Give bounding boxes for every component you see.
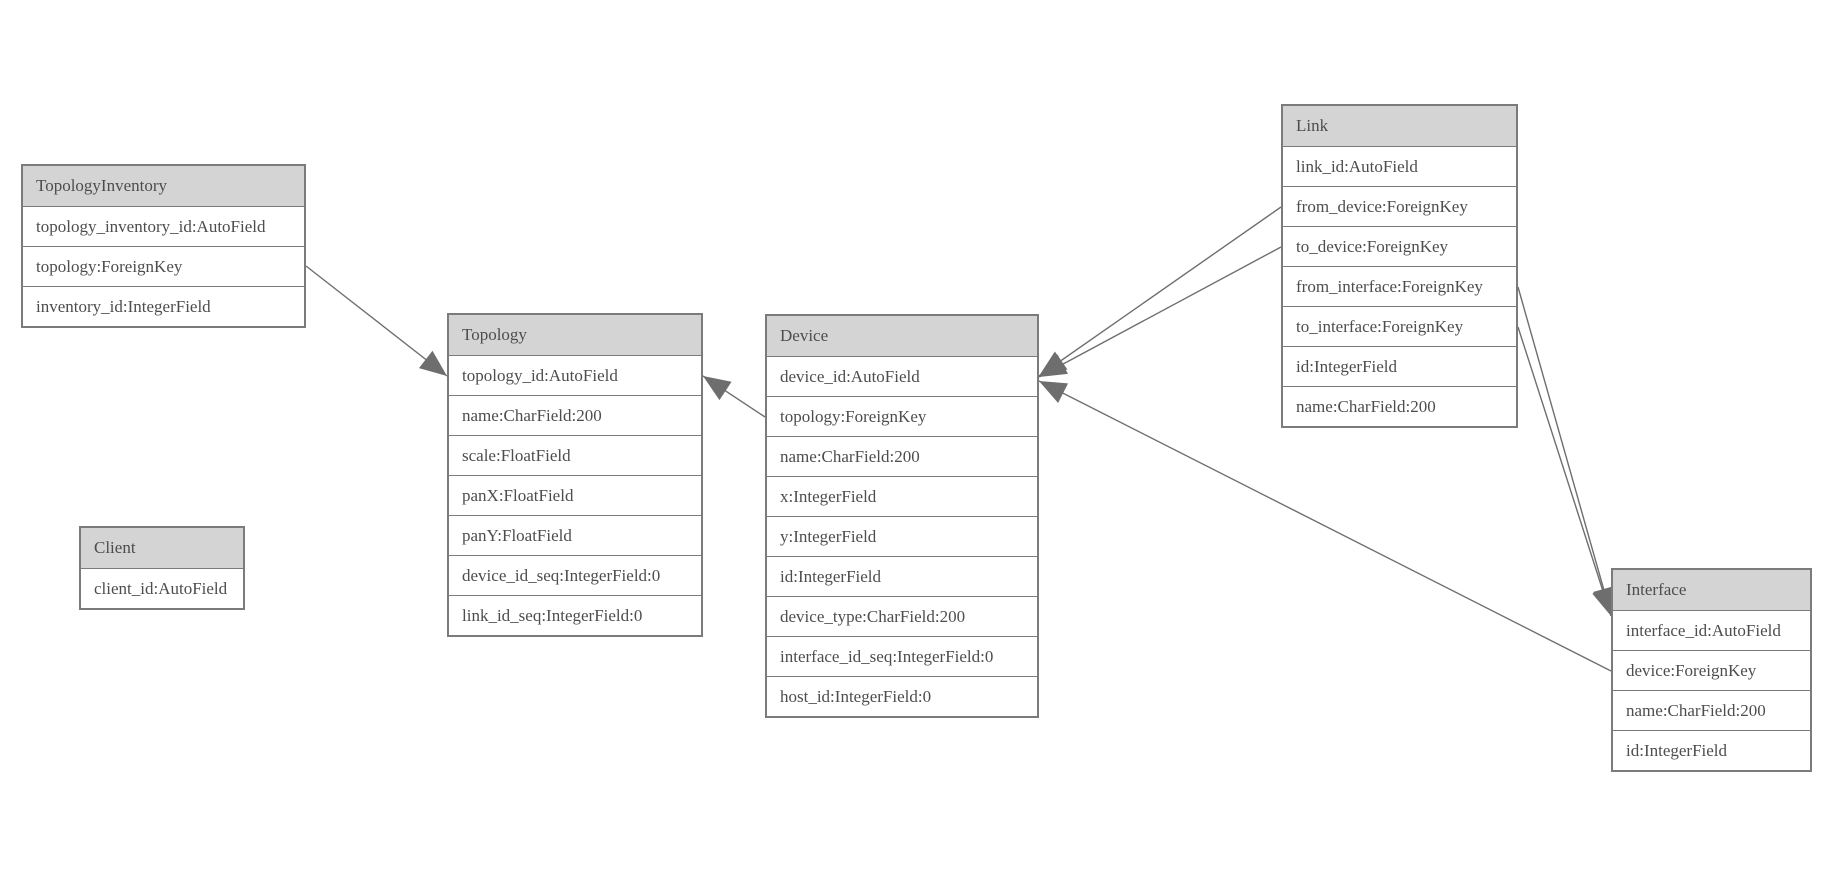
table-field-row: topology_id:AutoField <box>449 356 701 396</box>
link-to-device-fk-to-device-line <box>1038 246 1282 378</box>
link-to-interface-fk-to-interface-line <box>1517 326 1612 617</box>
table-title: Link <box>1283 106 1516 147</box>
table-field-row: device_id:AutoField <box>767 357 1037 397</box>
table-field-row: name:CharField:200 <box>767 437 1037 477</box>
table-field-row: from_interface:ForeignKey <box>1283 267 1516 307</box>
table-field-row: name:CharField:200 <box>1613 691 1810 731</box>
link-to-device-fk-to-device-arrowhead-icon <box>1039 354 1068 377</box>
table-field-row: link_id:AutoField <box>1283 147 1516 187</box>
table-field-row: device_id_seq:IntegerField:0 <box>449 556 701 596</box>
table-title: TopologyInventory <box>23 166 304 207</box>
interface-device-fk-to-device-arrowhead-icon <box>1039 381 1069 404</box>
link-from-device-fk-to-device-line <box>1038 206 1282 377</box>
device-topology-fk-to-topology-arrowhead-icon <box>703 376 732 401</box>
table-field-row: id:IntegerField <box>1283 347 1516 387</box>
table-title: Device <box>767 316 1037 357</box>
table-field-row: interface_id_seq:IntegerField:0 <box>767 637 1037 677</box>
table-field-row: device:ForeignKey <box>1613 651 1810 691</box>
topologyinventory-topology-fk-to-topology-arrowhead-icon <box>418 350 447 376</box>
table-field-row: name:CharField:200 <box>449 396 701 436</box>
link-from-interface-fk-to-interface-line <box>1517 286 1612 616</box>
table-field-row: to_device:ForeignKey <box>1283 227 1516 267</box>
interface-device-fk-to-device-line <box>1038 380 1612 672</box>
table-field-row: client_id:AutoField <box>81 569 243 608</box>
table-field-row: interface_id:AutoField <box>1613 611 1810 651</box>
table-field-row: host_id:IntegerField:0 <box>767 677 1037 716</box>
table-field-row: scale:FloatField <box>449 436 701 476</box>
table-field-row: panY:FloatField <box>449 516 701 556</box>
table-field-row: id:IntegerField <box>767 557 1037 597</box>
link-to-interface-fk-to-interface-arrowhead-icon <box>1592 586 1614 616</box>
table-field-row: link_id_seq:IntegerField:0 <box>449 596 701 635</box>
table-field-row: topology:ForeignKey <box>767 397 1037 437</box>
table-title: Interface <box>1613 570 1810 611</box>
table-title: Client <box>81 528 243 569</box>
table-field-row: x:IntegerField <box>767 477 1037 517</box>
table-field-row: topology_inventory_id:AutoField <box>23 207 304 247</box>
table-field-row: from_device:ForeignKey <box>1283 187 1516 227</box>
table-field-row: device_type:CharField:200 <box>767 597 1037 637</box>
table-field-row: name:CharField:200 <box>1283 387 1516 426</box>
table-field-row: topology:ForeignKey <box>23 247 304 287</box>
table-field-row: id:IntegerField <box>1613 731 1810 770</box>
table-field-row: panX:FloatField <box>449 476 701 516</box>
table-field-row: y:IntegerField <box>767 517 1037 557</box>
table-field-row: inventory_id:IntegerField <box>23 287 304 326</box>
topologyinventory-topology-fk-to-topology-line <box>305 265 448 377</box>
table-title: Topology <box>449 315 701 356</box>
table-field-row: to_interface:ForeignKey <box>1283 307 1516 347</box>
